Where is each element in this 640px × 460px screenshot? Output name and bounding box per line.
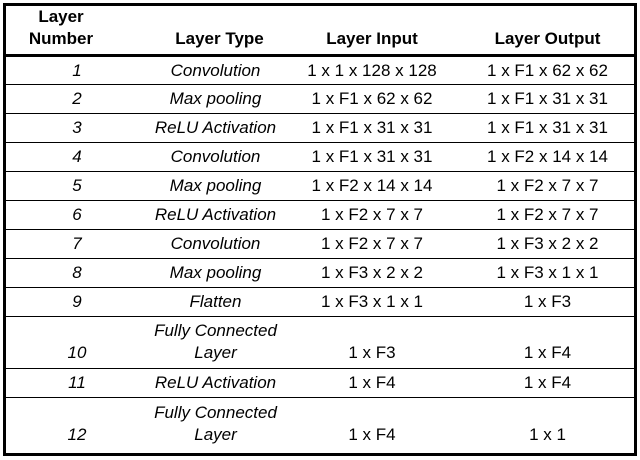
table-row: 8 Max pooling 1 x F3 x 2 x 2 1 x F3 x 1 …	[6, 258, 634, 288]
cell-layer-number: 9	[6, 287, 148, 317]
cell-layer-type: Convolution	[148, 142, 283, 172]
table-row: 5 Max pooling 1 x F2 x 14 x 14 1 x F2 x …	[6, 171, 634, 201]
cell-layer-type: Fully Connected Layer	[148, 316, 283, 369]
cell-layer-type: Convolution	[148, 55, 283, 85]
table-row: 11 ReLU Activation 1 x F4 1 x F4	[6, 368, 634, 398]
cell-layer-type: Max pooling	[148, 84, 283, 114]
cell-layer-number: 7	[6, 229, 148, 259]
cell-layer-output: 1 x F2 x 7 x 7	[461, 200, 634, 230]
cell-layer-type: Flatten	[148, 287, 283, 317]
cell-layer-type: Convolution	[148, 229, 283, 259]
cell-layer-number: 8	[6, 258, 148, 288]
cell-layer-input: 1 x F4	[283, 368, 461, 398]
cell-layer-number: 1	[6, 55, 148, 85]
cell-layer-output: 1 x F1 x 31 x 31	[461, 113, 634, 143]
cell-layer-input: 1 x F2 x 7 x 7	[283, 200, 461, 230]
cell-layer-type: Max pooling	[148, 258, 283, 288]
header-layer-type: Layer Type	[148, 6, 283, 57]
table-row: 12 Fully Connected Layer 1 x F4 1 x 1	[6, 398, 634, 450]
table-row: 9 Flatten 1 x F3 x 1 x 1 1 x F3	[6, 287, 634, 317]
cell-layer-input: 1 x F4	[348, 424, 396, 444]
table-row: 10 Fully Connected Layer 1 x F3 1 x F4	[6, 316, 634, 369]
header-layer-number: Layer Number	[6, 6, 148, 57]
cell-layer-number: 10	[6, 316, 148, 369]
cell-layer-number: 6	[6, 200, 148, 230]
cell-layer-input: 1 x F3	[283, 316, 461, 369]
cell-layer-number: 12	[67, 424, 87, 444]
cell-layer-output: 1 x F1 x 31 x 31	[461, 84, 634, 114]
cell-layer-input: 1 x F1 x 31 x 31	[283, 113, 461, 143]
cell-layer-number: 11	[6, 368, 148, 398]
table-frame: Layer Number Layer Type Layer Input Laye…	[3, 3, 637, 456]
cell-layer-output: 1 x 1	[529, 424, 566, 444]
table-row: 4 Convolution 1 x F1 x 31 x 31 1 x F2 x …	[6, 142, 634, 172]
table-row: 3 ReLU Activation 1 x F1 x 31 x 31 1 x F…	[6, 113, 634, 143]
cell-layer-number: 3	[6, 113, 148, 143]
table-row: 6 ReLU Activation 1 x F2 x 7 x 7 1 x F2 …	[6, 200, 634, 230]
cell-layer-output: 1 x F4	[461, 368, 634, 398]
cell-layer-input: 1 x 1 x 128 x 128	[283, 55, 461, 85]
cell-layer-output: 1 x F3 x 2 x 2	[461, 229, 634, 259]
cell-layer-type: Max pooling	[148, 171, 283, 201]
cell-layer-input: 1 x F1 x 62 x 62	[283, 84, 461, 114]
header-layer-input: Layer Input	[283, 6, 461, 57]
header-row: Layer Number Layer Type Layer Input Laye…	[6, 6, 634, 57]
cell-layer-output: 1 x F1 x 62 x 62	[461, 55, 634, 85]
cell-layer-number: 5	[6, 171, 148, 201]
cell-layer-type: ReLU Activation	[148, 200, 283, 230]
cell-layer-input: 1 x F2 x 14 x 14	[283, 171, 461, 201]
cell-layer-type: Fully Connected Layer	[154, 402, 277, 444]
header-layer-output: Layer Output	[461, 6, 634, 57]
layer-table: Layer Number Layer Type Layer Input Laye…	[6, 6, 634, 450]
cell-layer-input: 1 x F3 x 1 x 1	[283, 287, 461, 317]
table-row: 2 Max pooling 1 x F1 x 62 x 62 1 x F1 x …	[6, 84, 634, 114]
cell-layer-output: 1 x F4	[461, 316, 634, 369]
cell-layer-number: 4	[6, 142, 148, 172]
cell-layer-type: ReLU Activation	[148, 368, 283, 398]
cell-layer-output: 1 x F2 x 7 x 7	[461, 171, 634, 201]
cell-layer-input: 1 x F2 x 7 x 7	[283, 229, 461, 259]
cell-layer-type: ReLU Activation	[148, 113, 283, 143]
cell-layer-output: 1 x F3	[461, 287, 634, 317]
table-row: 1 Convolution 1 x 1 x 128 x 128 1 x F1 x…	[6, 55, 634, 85]
cell-layer-input: 1 x F1 x 31 x 31	[283, 142, 461, 172]
cell-layer-input: 1 x F3 x 2 x 2	[283, 258, 461, 288]
cell-layer-output: 1 x F3 x 1 x 1	[461, 258, 634, 288]
cell-layer-number: 2	[6, 84, 148, 114]
cell-layer-output: 1 x F2 x 14 x 14	[461, 142, 634, 172]
table-row: 7 Convolution 1 x F2 x 7 x 7 1 x F3 x 2 …	[6, 229, 634, 259]
